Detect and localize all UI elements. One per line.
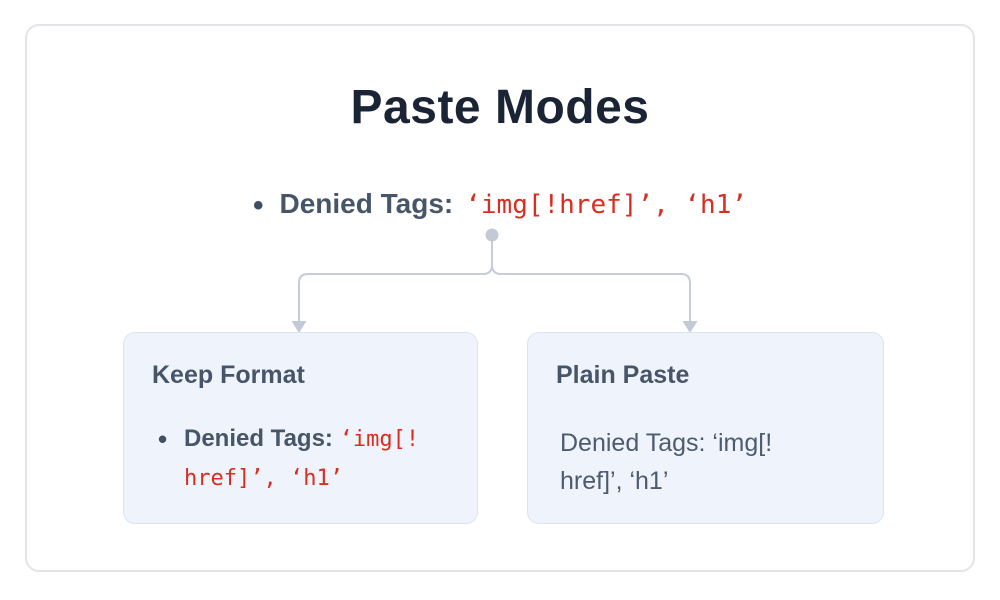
keep-format-box: Keep Format • Denied Tags: ‘img[!href]’,… — [123, 332, 478, 524]
keep-format-bullet-code: ‘img[!href]’, ‘h1’ — [184, 427, 420, 491]
diagram-card: Paste Modes • Denied Tags: ‘img[!href]’,… — [25, 24, 975, 572]
root-bullet-label: Denied Tags: — [279, 188, 454, 219]
keep-format-heading: Keep Format — [152, 361, 305, 389]
diagram-title: Paste Modes — [350, 81, 650, 134]
keep-format-bullet-item: • Denied Tags: ‘img[!href]’, ‘h1’ — [152, 420, 449, 498]
keep-format-bullet-label: Denied Tags: — [184, 425, 333, 452]
bullet-icon: • — [158, 424, 168, 454]
plain-paste-body: Denied Tags: ‘img[!href]’, ‘h1’ — [560, 429, 773, 495]
root-bullet-item: • Denied Tags: ‘img[!href]’, ‘h1’ — [27, 188, 973, 224]
bullet-icon: • — [252, 189, 264, 222]
connector-line-right — [491, 241, 691, 323]
root-bullet-code: ‘img[!href]’, ‘h1’ — [465, 190, 747, 220]
plain-paste-box: Plain Paste Denied Tags: ‘img[!href]’, ‘… — [527, 332, 884, 524]
plain-paste-heading: Plain Paste — [556, 361, 690, 389]
connector-line-left — [298, 241, 493, 323]
keep-format-bullet-text: Denied Tags: ‘img[!href]’, ‘h1’ — [184, 420, 422, 498]
connector-dot — [485, 228, 499, 242]
